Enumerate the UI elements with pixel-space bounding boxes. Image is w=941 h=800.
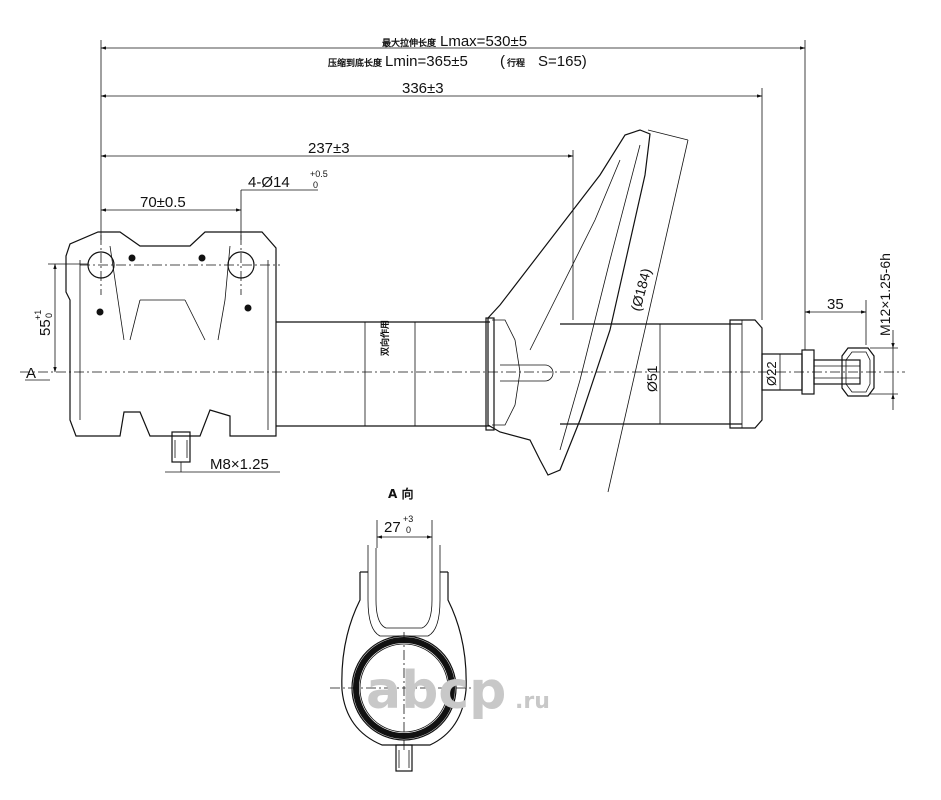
slot-tol-lower: 0 xyxy=(406,525,411,535)
watermark-suffix: .ru xyxy=(515,689,550,714)
dim-55-label: 55 xyxy=(37,319,54,336)
slot-width-label: 27 xyxy=(384,519,401,536)
lmax-cn-label: 最大拉伸长度 xyxy=(382,37,437,49)
dim-237-label: 237±3 xyxy=(308,140,350,157)
rod-dia-label: Ø22 xyxy=(764,361,779,386)
dimension-labels: 最大拉伸长度 Lmax=530±5 压缩到底长度 Lmin=365±5 ( 行程… xyxy=(26,33,893,473)
m8-label: M8×1.25 xyxy=(210,456,269,473)
slot-tol-upper: +3 xyxy=(403,514,413,524)
watermark-text: abcp xyxy=(366,661,506,721)
dimension-lines xyxy=(25,40,898,473)
stroke-value-label: S=165) xyxy=(538,53,587,70)
body-dia-label: Ø51 xyxy=(644,365,660,392)
stroke-open-label: ( xyxy=(500,53,505,70)
dim-336-label: 336±3 xyxy=(402,80,444,97)
dim-35-label: 35 xyxy=(827,296,844,313)
dim-55-tol-lower: 0 xyxy=(44,313,54,318)
thread-label: M12×1.25-6h xyxy=(877,253,893,336)
view-a-title: A 向 xyxy=(388,486,413,501)
view-a: A 向 27 +3 0 xyxy=(330,486,478,772)
lmax-value-label: Lmax=530±5 xyxy=(440,33,527,50)
dim-70-label: 70±0.5 xyxy=(140,194,186,211)
lmin-cn-label: 压缩到底长度 xyxy=(328,57,383,69)
stroke-cn-label: 行程 xyxy=(506,57,525,69)
holes-label: 4-Ø14 xyxy=(248,174,290,191)
holes-tol-upper: +0.5 xyxy=(310,169,328,179)
watermark: abcp .ru xyxy=(366,661,550,721)
stamp-label: 双向作用 xyxy=(379,320,391,356)
strut-body xyxy=(20,129,905,493)
dim-55-tol-upper: +1 xyxy=(33,310,43,320)
holes-tol-lower: 0 xyxy=(313,180,318,190)
section-a-mark: A xyxy=(26,365,36,382)
lmin-value-label: Lmin=365±5 xyxy=(385,53,468,70)
